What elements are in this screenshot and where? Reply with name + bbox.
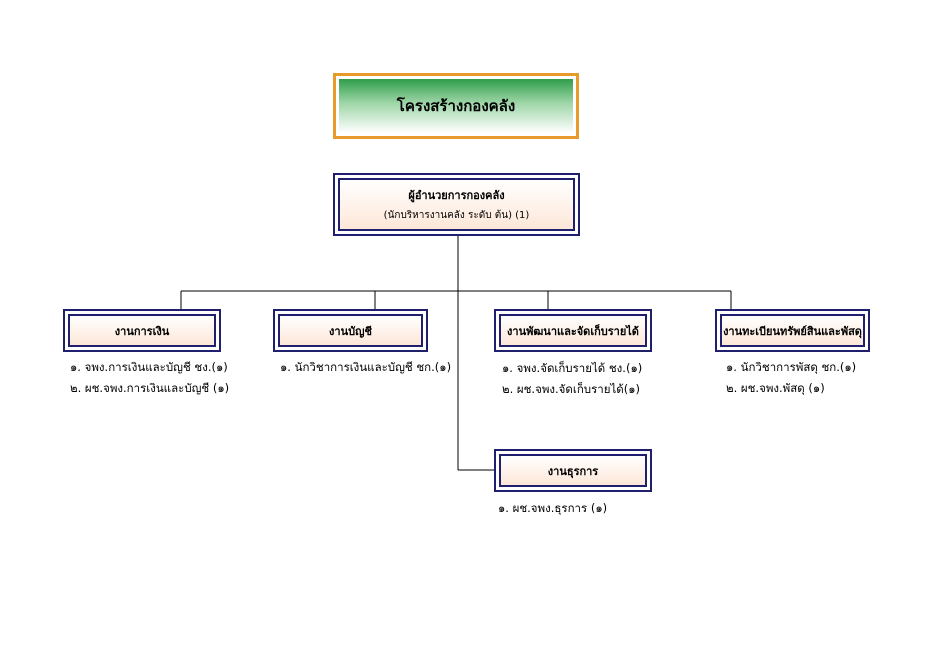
unit-box-finance: งานการเงิน	[63, 309, 221, 352]
unit-box-accounting: งานบัญชี	[273, 309, 428, 352]
unit-name: งานบัญชี	[329, 324, 372, 338]
unit-box-revenue: งานพัฒนาและจัดเก็บรายได้	[494, 309, 652, 352]
unit-name: งานการเงิน	[114, 324, 170, 338]
director-position: (นักบริหารงานคลัง ระดับ ต้น) (1)	[383, 210, 530, 221]
chart-title-box: โครงสร้างกองคลัง	[333, 73, 579, 139]
staff-item: ๑. ผช.จพง.ธุรการ (๑)	[498, 501, 608, 515]
staff-list-accounting: ๑. นักวิชาการเงินและบัญชี ชก.(๑)	[280, 357, 451, 378]
director-box: ผู้อำนวยการกองคลัง (นักบริหารงานคลัง ระด…	[333, 173, 580, 236]
staff-item: ๒. ผช.จพง.พัสดุ (๑)	[726, 381, 825, 395]
director-name: ผู้อำนวยการกองคลัง	[408, 189, 505, 202]
staff-list-finance: ๑. จพง.การเงินและบัญชี ชง.(๑) ๒. ผช.จพง.…	[70, 357, 229, 399]
staff-item: ๒. ผช.จพง.การเงินและบัญชี (๑)	[70, 381, 230, 395]
staff-list-assets: ๑. นักวิชาการพัสดุ ชก.(๑) ๒. ผช.จพง.พัสด…	[726, 357, 856, 399]
staff-item: ๑. นักวิชาการเงินและบัญชี ชก.(๑)	[280, 360, 452, 374]
staff-item: ๑. นักวิชาการพัสดุ ชก.(๑)	[726, 360, 857, 374]
chart-title: โครงสร้างกองคลัง	[339, 79, 573, 133]
staff-item: ๑. จพง.การเงินและบัญชี ชง.(๑)	[70, 360, 228, 374]
unit-name: งานธุรการ	[547, 464, 599, 478]
unit-name: งานทะเบียนทรัพย์สินและพัสดุ	[723, 324, 862, 338]
unit-box-assets: งานทะเบียนทรัพย์สินและพัสดุ	[715, 309, 870, 352]
staff-list-revenue: ๑. จพง.จัดเก็บรายได้ ชง.(๑) ๒. ผช.จพง.จั…	[502, 358, 642, 400]
unit-box-admin: งานธุรการ	[494, 449, 652, 492]
staff-item: ๑. จพง.จัดเก็บรายได้ ชง.(๑)	[502, 361, 643, 375]
staff-item: ๒. ผช.จพง.จัดเก็บรายได้(๑)	[502, 382, 640, 396]
unit-name: งานพัฒนาและจัดเก็บรายได้	[507, 324, 639, 338]
staff-list-admin: ๑. ผช.จพง.ธุรการ (๑)	[498, 498, 607, 519]
